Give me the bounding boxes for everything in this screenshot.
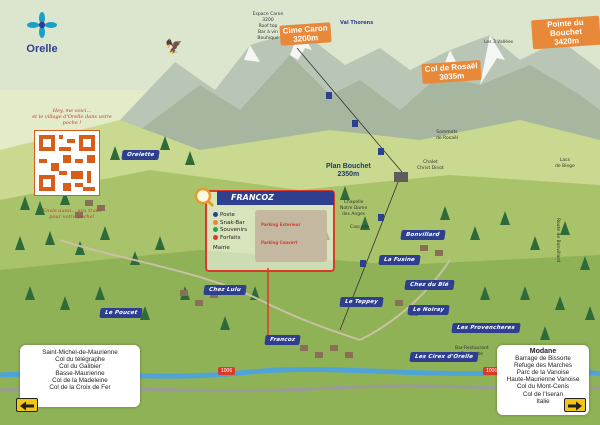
legend-souvenirs: Souvenirs [213, 227, 247, 235]
road-sign-right: 1006 [483, 367, 501, 375]
left-arrow-button[interactable] [16, 398, 38, 412]
left-dest-0: Saint-Michel-de-Maurienne [42, 349, 118, 356]
right-dest-6: Col de l'Iseran [522, 390, 564, 398]
left-dest-5: Col de la Croix de Fer [49, 384, 111, 392]
hamlet-francoz[interactable]: Francoz [264, 335, 301, 345]
left-dest-1: Col du télégraphe [55, 356, 105, 364]
right-dest-1: Barrage de Bissorte [515, 355, 571, 363]
edelweiss-logo-icon [27, 12, 57, 38]
francoz-legend: Poste Snak-Bar Souvenirs Forfaits Mairie [213, 212, 247, 253]
francoz-card-title: FRANCOZ [231, 193, 274, 202]
qr-code-icon [35, 131, 99, 195]
brand-name: Orelle [26, 43, 58, 55]
hamlet-la-fusine[interactable]: La Fusine [378, 255, 421, 265]
eagle-icon: 🦅 [165, 38, 183, 54]
legend-forfaits: Forfaits [213, 234, 247, 243]
caron-info: Espace Caron 3200 Roof top Bar à vin Bou… [252, 12, 284, 41]
right-dest-3: Parc de la Vanoise [516, 369, 570, 377]
right-arrow-button[interactable] [564, 398, 586, 412]
arrow-right-icon [568, 401, 582, 411]
magnifier-icon [193, 186, 215, 208]
left-dest-4: Col de la Madeleine [52, 377, 108, 385]
hamlet-chez-lulu[interactable]: Chez Lulu [203, 285, 247, 295]
francoz-illustration: Parking Exterieur Parking Couvert [255, 210, 327, 262]
right-dest-7: Italie [536, 397, 550, 405]
left-dest-2: Col du Galibier [59, 363, 101, 371]
hamlet-bonvillard[interactable]: Bonvillard [400, 230, 446, 240]
right-dest-0: Modane [529, 348, 557, 355]
orelle-logo[interactable]: Orelle [22, 12, 62, 56]
chapelle-label: Chapelle Notre Dame des Anges [340, 200, 368, 217]
right-dest-5: Col du Mont-Cenis [516, 383, 570, 391]
qr-code[interactable] [34, 130, 100, 196]
handwritten-top: Hey, me voici... et le village d'Orelle … [32, 108, 112, 126]
side-road-label: Route de Bonvillard [555, 217, 560, 263]
legend-poste: Poste [213, 212, 247, 220]
hamlet-chez-du-ble[interactable]: Chez du Blé [404, 280, 455, 290]
val-thorens-label[interactable]: Val Thorens [340, 20, 374, 26]
right-dest-4: Haute-Maurienne Vanoise [506, 376, 580, 384]
hamlet-le-noiray[interactable]: Le Noiray [407, 305, 450, 315]
hamlet-les-provencheres[interactable]: Les Provencheres [451, 323, 521, 333]
left-destinations-box[interactable]: Saint-Michel-de-Maurienne Col du télégra… [20, 345, 140, 407]
hamlet-le-poucet[interactable]: Le Poucet [99, 308, 143, 318]
glacier-note: Sommets de Rosaël [436, 130, 458, 141]
hamlet-orelette[interactable]: Orelette [121, 150, 161, 160]
chalet-label: Chalet Christ Dinot [417, 160, 444, 171]
francoz-card-header: FRANCOZ [217, 191, 334, 205]
handwritten-bottom: Envie aussi... aux trails pour votre poc… [42, 208, 102, 220]
les3vallees-label[interactable]: Les 3 Vallées [484, 40, 514, 45]
lac-note: Lacs de Biege [555, 158, 575, 169]
arrow-left-icon [20, 401, 34, 411]
left-dest-3: Basse-Maurienne [55, 370, 105, 378]
legend-mairie: Mairie [213, 245, 230, 251]
francoz-card[interactable]: FRANCOZ Poste Snak-Bar Souvenirs Forfait… [205, 190, 335, 272]
cascade-label: Cascade [350, 225, 370, 230]
hamlet-le-teppey[interactable]: Le Teppey [339, 297, 384, 307]
hamlet-les-cirex[interactable]: Les Cirex d'Orelle [409, 352, 479, 362]
parking-exterieur-label: Parking Exterieur [261, 222, 301, 227]
legend-snak-bar: Snak-Bar [213, 219, 247, 228]
road-sign-left: 1006 [218, 367, 236, 375]
right-dest-2: Refuge des Marches [513, 362, 573, 370]
parking-couvert-label: Parking Couvert [261, 240, 298, 245]
